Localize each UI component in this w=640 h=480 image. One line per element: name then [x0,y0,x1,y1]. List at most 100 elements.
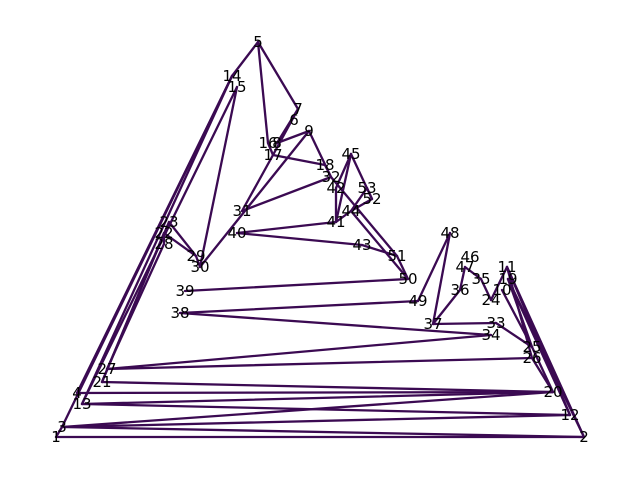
edge-30-15 [198,85,239,269]
edge-13-14 [80,74,234,406]
edge-27-26 [105,356,534,371]
node-label-49: 49 [408,292,427,310]
edge-1-3 [54,425,64,439]
node-label-25: 25 [522,338,541,356]
edge-9-32 [307,129,333,179]
node-label-43: 43 [352,236,371,254]
node-label-30: 30 [190,258,209,276]
edge-29-23 [167,220,198,258]
edge-40-41 [235,220,338,235]
node-label-2: 2 [579,428,589,446]
edge-7-8 [275,107,300,145]
node-label-40: 40 [227,224,246,242]
edge-25-19 [506,277,534,349]
edge-5-16 [256,40,270,145]
node-label-42: 42 [326,179,345,197]
edge-50-44 [349,209,410,281]
node-label-9: 9 [304,122,314,140]
node-label-46: 46 [460,248,479,266]
edge-3-12 [60,413,572,429]
node-label-44: 44 [341,202,360,220]
edge-12-19 [506,277,572,417]
edge-21-20 [100,380,555,394]
node-label-33: 33 [486,314,505,332]
node-label-32: 32 [321,168,340,186]
edge-39-50 [183,277,410,293]
edge-24-35 [479,277,493,302]
node-label-3: 3 [57,418,67,436]
edge-8-9 [275,129,311,145]
node-label-53: 53 [357,179,376,197]
edge-42-45 [334,152,353,190]
edge-27-28 [105,242,166,371]
node-label-51: 51 [387,247,406,265]
node-label-5: 5 [253,33,263,51]
graph-edges [54,40,586,439]
edge-5-14 [230,40,260,78]
edge-38-34 [178,311,493,337]
node-label-36: 36 [450,281,469,299]
edge-16-17 [266,141,275,157]
edge-3-14 [60,74,234,429]
node-label-31: 31 [232,202,251,220]
node-label-20: 20 [543,383,562,401]
edge-40-43 [235,231,364,247]
node-label-50: 50 [398,270,417,288]
node-label-4: 4 [72,384,82,402]
edge-37-36 [431,288,462,326]
node-label-28: 28 [154,235,173,253]
node-label-8: 8 [272,134,282,152]
node-label-29: 29 [186,247,205,265]
edge-13-12 [80,402,572,417]
edge-36-47 [458,265,467,292]
node-label-10: 10 [492,281,511,299]
edge-50-51 [395,254,410,281]
edge-27-34 [105,333,493,371]
node-label-14: 14 [222,67,241,85]
edge-35-47 [463,265,483,281]
node-label-24: 24 [481,291,500,309]
node-label-17: 17 [263,146,282,164]
edge-53-44 [349,186,369,213]
edge-4-20 [75,390,555,395]
node-label-38: 38 [170,304,189,322]
edge-17-18 [271,153,327,167]
edge-29-22 [162,231,198,258]
edge-37-48 [431,231,452,326]
node-label-19: 19 [498,270,517,288]
node-label-23: 23 [159,213,178,231]
node-label-41: 41 [326,213,345,231]
node-label-21: 21 [92,373,111,391]
edge-30-9 [198,129,311,269]
edge-43-51 [360,243,399,258]
node-label-7: 7 [293,100,303,118]
node-label-12: 12 [560,406,579,424]
node-label-35: 35 [471,270,490,288]
edge-3-2 [60,425,586,439]
node-label-45: 45 [341,145,360,163]
edge-31-17 [240,153,275,213]
edge-49-48 [416,231,452,303]
edge-32-51 [329,175,399,258]
node-label-37: 37 [423,315,442,333]
edge-44-52 [349,197,374,213]
edge-31-32 [240,175,333,213]
edge-37-33 [431,321,498,326]
edge-13-20 [80,390,555,406]
edge-41-44 [334,209,353,224]
node-label-39: 39 [175,282,194,300]
node-label-22: 22 [154,224,173,242]
node-label-1: 1 [51,428,61,446]
edge-25-33 [494,321,534,349]
node-label-11: 11 [497,258,516,276]
node-label-34: 34 [481,326,500,344]
edge-20-26 [530,356,555,394]
node-label-26: 26 [522,349,541,367]
node-label-18: 18 [315,156,334,174]
node-label-52: 52 [362,190,381,208]
node-label-6: 6 [289,111,299,129]
node-label-48: 48 [440,224,459,242]
node-label-27: 27 [97,360,116,378]
